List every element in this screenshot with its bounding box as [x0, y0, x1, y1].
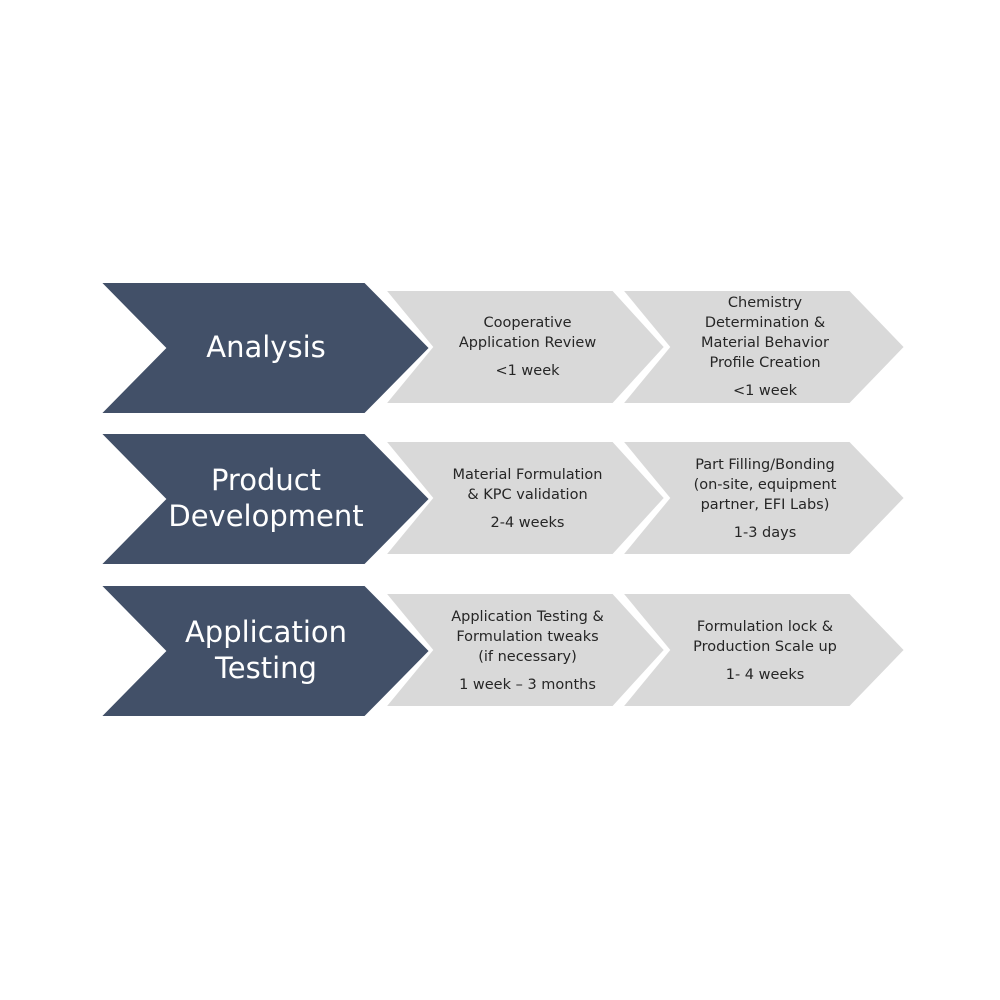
- step-duration: <1 week: [495, 362, 560, 379]
- step-chevron-2-2: [619, 440, 907, 556]
- step-chevron-1-2: [619, 289, 907, 405]
- step-chevron-2-1: [382, 440, 667, 556]
- stage-name: Product Development: [168, 463, 364, 533]
- stage-label-analysis: Analysis: [150, 282, 382, 412]
- step-title: Chemistry Determination & Material Behav…: [701, 294, 829, 371]
- step-duration: <1 week: [732, 382, 798, 399]
- stage-name: Analysis: [206, 330, 326, 364]
- stage-name: Application Testing: [184, 615, 348, 685]
- step-duration: 1-3 days: [733, 524, 797, 541]
- step-duration: 1 week – 3 months: [459, 676, 596, 693]
- step-title: Cooperative Application Review: [458, 314, 597, 351]
- step-cooperative-application-review: Cooperative Application Review <1 week: [430, 290, 625, 403]
- step-chemistry-determination: Chemistry Determination & Material Behav…: [665, 290, 865, 403]
- step-title: Application Testing & Formulation tweaks…: [451, 608, 604, 665]
- step-material-formulation: Material Formulation & KPC validation 2-…: [430, 442, 625, 555]
- step-formulation-lock: Formulation lock & Production Scale up 1…: [665, 594, 865, 707]
- stage-chevron-1: [97, 281, 432, 415]
- stage-label-product-development: Product Development: [150, 433, 382, 563]
- step-duration: 2-4 weeks: [490, 514, 565, 531]
- stage-label-application-testing: Application Testing: [150, 585, 382, 715]
- step-chevron-1-1: [382, 289, 667, 405]
- step-chevron-3-1: [382, 592, 667, 708]
- stage-chevron-3: [97, 584, 432, 718]
- step-application-testing: Application Testing & Formulation tweaks…: [430, 594, 625, 707]
- step-duration: 1- 4 weeks: [725, 666, 805, 683]
- step-chevron-3-2: [619, 592, 907, 708]
- stage-chevron-2: [97, 432, 432, 566]
- step-part-filling-bonding: Part Filling/Bonding (on-site, equipment…: [665, 442, 865, 555]
- step-title: Part Filling/Bonding (on-site, equipment…: [693, 456, 837, 513]
- step-title: Formulation lock & Production Scale up: [693, 618, 837, 655]
- step-title: Material Formulation & KPC validation: [452, 466, 603, 503]
